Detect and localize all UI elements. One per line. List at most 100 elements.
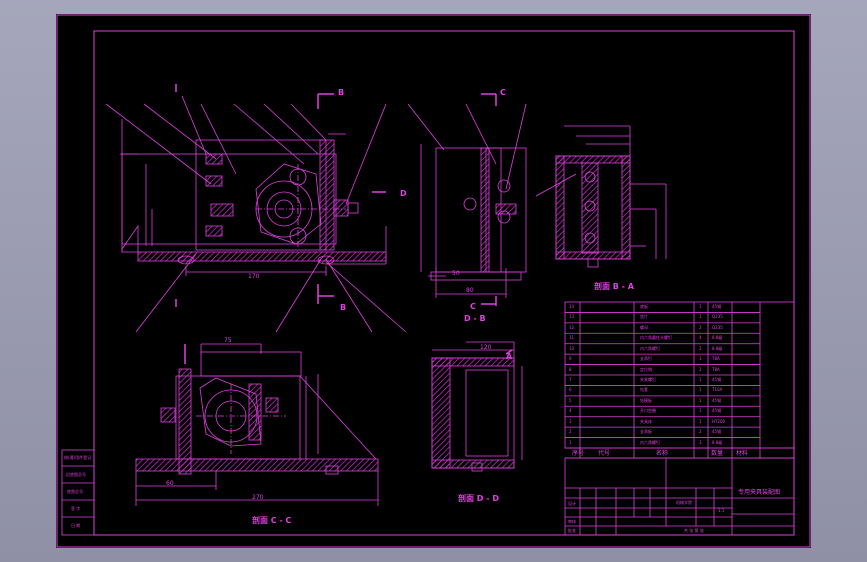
designer-label: 设计 bbox=[568, 501, 576, 506]
bom-row-qty: 2 bbox=[699, 366, 702, 372]
bom-row-mat: Q235 bbox=[712, 314, 723, 320]
section-mark-a: A bbox=[506, 352, 513, 361]
bom-row-mat: 45钢 bbox=[712, 377, 722, 382]
bom-row-name: 内六角螺钉 bbox=[640, 345, 660, 351]
bom-row-no: 13 bbox=[569, 314, 575, 320]
outer-border bbox=[56, 14, 811, 548]
dim-120: 120 bbox=[480, 344, 492, 351]
dim-50: 50 bbox=[452, 270, 460, 277]
company-label: 机械学院 bbox=[676, 500, 692, 505]
bom-row-mat: Q235 bbox=[712, 324, 723, 330]
bom-row-qty: 2 bbox=[699, 429, 702, 435]
checker-label: 审核 bbox=[568, 519, 576, 524]
scale-value: 1:1 bbox=[718, 508, 725, 513]
side-stamp bbox=[61, 449, 95, 536]
bom-row-mat: 45钢 bbox=[712, 304, 722, 309]
bom-row-name: 夹具体 bbox=[640, 418, 652, 424]
bom-row-name: 支承板 bbox=[640, 429, 652, 435]
side-stamp-1: 借(通)用件登记 bbox=[64, 455, 92, 460]
bom-row-qty: 1 bbox=[699, 397, 702, 403]
bom-header-code: 代号 bbox=[598, 450, 611, 457]
view-title-ba: 剖面 B - A bbox=[594, 282, 634, 291]
bom-row-mat: 8.8级 bbox=[712, 335, 723, 341]
bom-row-name: 开口垫圈 bbox=[640, 408, 656, 414]
bom-row-name: 钻模板 bbox=[640, 397, 652, 403]
bom-row-name: 内六角螺钉 bbox=[640, 439, 660, 445]
bom-row-mat: 45钢 bbox=[712, 397, 722, 403]
bom-row-no: 11 bbox=[569, 335, 575, 341]
dim-80: 80 bbox=[466, 287, 474, 294]
view-title-dd: 剖面 D - D bbox=[458, 494, 499, 503]
bom-row-name: 底板 bbox=[640, 304, 648, 309]
bom-row-no: 5 bbox=[569, 397, 572, 403]
bom-row-no: 9 bbox=[569, 356, 572, 362]
bom-row-no: 10 bbox=[569, 345, 575, 351]
section-c-c-view bbox=[135, 343, 379, 506]
section-mark-c-bottom: C bbox=[470, 302, 476, 311]
bom-header-qty: 数量 bbox=[711, 450, 724, 457]
bom-row-name: 钻套 bbox=[640, 387, 648, 393]
side-stamp-3: 底图总号 bbox=[67, 489, 83, 494]
bom-row-qty: 4 bbox=[699, 335, 702, 341]
bom-row-mat: T10A bbox=[712, 387, 723, 393]
view-title-db: D - B bbox=[464, 314, 486, 323]
bom-row-no: 4 bbox=[569, 408, 572, 414]
bom-table bbox=[564, 301, 795, 536]
bom-row-name: 定位销 bbox=[640, 366, 652, 372]
section-mark-b-top: B bbox=[338, 88, 345, 97]
side-view-c bbox=[407, 93, 527, 306]
side-stamp-2: 旧底图总号 bbox=[66, 472, 86, 477]
inner-border bbox=[93, 30, 795, 536]
drawing-title: 专用夹具装配图 bbox=[738, 489, 781, 496]
bom-header-no: 序号 bbox=[572, 450, 585, 457]
approver-label: 批准 bbox=[568, 528, 576, 533]
sheet-count: 共 张 第 张 bbox=[684, 528, 704, 533]
section-d-b-view bbox=[431, 341, 523, 472]
bom-row-mat: HT200 bbox=[712, 418, 726, 424]
bom-row-qty: 1 bbox=[699, 418, 702, 424]
view-title-cc: 剖面 C - C bbox=[252, 516, 292, 525]
section-mark-c-top: C bbox=[500, 88, 506, 97]
bom-row-qty: 2 bbox=[699, 324, 702, 330]
bom-row-qty: 3 bbox=[699, 356, 702, 362]
bom-row-no: 2 bbox=[569, 429, 572, 435]
bom-row-no: 3 bbox=[569, 418, 572, 424]
bom-row-mat: T8A bbox=[712, 366, 720, 372]
side-stamp-4: 签 字 bbox=[71, 506, 81, 511]
side-stamp-5: 日 期 bbox=[71, 523, 81, 528]
bom-header-mat: 材料 bbox=[736, 450, 749, 457]
dim-270: 270 bbox=[252, 494, 264, 501]
bom-row-mat: 45钢 bbox=[712, 408, 722, 414]
bom-row-no: 12 bbox=[569, 324, 575, 330]
section-mark-d: D bbox=[400, 189, 407, 198]
bom-row-no: 8 bbox=[569, 366, 572, 372]
bom-row-mat: 8.8级 bbox=[712, 345, 723, 351]
bom-row-no: 14 bbox=[569, 304, 575, 309]
drawing-canvas bbox=[56, 14, 811, 548]
section-mark-b-bottom: B bbox=[340, 303, 347, 312]
front-view bbox=[105, 84, 407, 333]
bom-row-qty: 3 bbox=[699, 439, 702, 445]
bom-row-mat: 8.8级 bbox=[712, 439, 723, 445]
bom-row-qty: 2 bbox=[699, 345, 702, 351]
dim-170: 170 bbox=[248, 273, 260, 280]
dim-75: 75 bbox=[224, 337, 232, 344]
dim-60: 60 bbox=[166, 480, 174, 487]
bom-row-qty: 1 bbox=[699, 387, 702, 393]
bom-row-no: 7 bbox=[569, 377, 572, 382]
bom-row-no: 6 bbox=[569, 387, 572, 393]
bom-row-name: 支承钉 bbox=[640, 356, 652, 362]
bom-row-name: 夹紧螺钉 bbox=[640, 377, 656, 382]
bom-row-name: 垫片 bbox=[640, 314, 648, 320]
bom-row-qty: 1 bbox=[699, 408, 702, 414]
bom-row-mat: 45钢 bbox=[712, 429, 722, 435]
bom-header-name: 名称 bbox=[656, 450, 669, 457]
bom-row-qty: 1 bbox=[699, 304, 702, 309]
bom-row-qty: 1 bbox=[699, 377, 702, 382]
bom-row-name: 螺母 bbox=[640, 324, 648, 330]
bom-row-name: 内六角圆柱头螺钉 bbox=[640, 335, 672, 341]
bom-row-no: 1 bbox=[569, 439, 572, 445]
bom-row-qty: 3 bbox=[699, 314, 702, 320]
